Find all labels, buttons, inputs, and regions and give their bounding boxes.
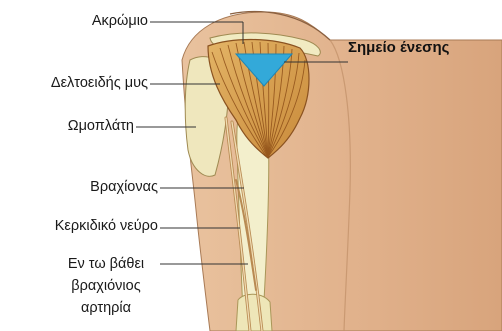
label-deep-brachial-artery: Εν τω βάθει βραχιόνιος αρτηρία — [50, 253, 162, 319]
label-humerus: Βραχίονας — [90, 179, 158, 195]
label-deep-brachial-artery-line2: βραχιόνιος — [50, 275, 162, 297]
label-acromion: Ακρώμιο — [92, 13, 148, 29]
label-radial-nerve: Κερκιδικό νεύρο — [55, 218, 158, 234]
elbow-bone — [236, 294, 272, 331]
label-scapula: Ωμοπλάτη — [68, 118, 134, 134]
label-deep-brachial-artery-line3: αρτηρία — [50, 297, 162, 319]
label-deltoid-muscle: Δελτοειδής μυς — [51, 75, 148, 91]
label-injection-site: Σημείο ένεσης — [348, 39, 449, 56]
label-deep-brachial-artery-line1: Εν τω βάθει — [50, 253, 162, 275]
